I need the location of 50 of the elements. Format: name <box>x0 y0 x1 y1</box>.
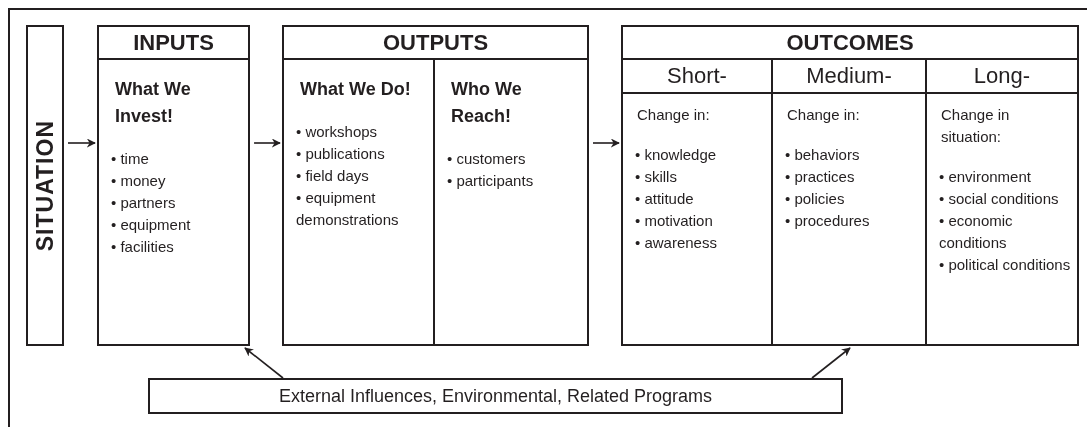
list-item: • environment <box>939 167 1032 187</box>
list-item: • procedures <box>785 211 871 231</box>
list-item: • policies <box>785 189 846 209</box>
column-box <box>282 25 589 346</box>
list-item: • workshops <box>296 122 379 142</box>
arrow <box>244 347 284 379</box>
list-item: • equipment <box>111 215 192 235</box>
column-heading: OUTPUTS <box>382 29 489 56</box>
list-item: • awareness <box>635 233 718 253</box>
list-item: • motivation <box>635 211 714 231</box>
list-item: • customers <box>447 149 527 169</box>
description-text: Change in situation: <box>941 105 1011 147</box>
column-heading: OUTCOMES <box>786 29 914 56</box>
column-heading: INPUTS <box>133 29 214 56</box>
column-heading: Long- <box>973 63 1031 89</box>
arrow <box>253 138 281 148</box>
description-text: Change in: <box>787 105 861 125</box>
list-item: • participants <box>447 171 535 191</box>
subheading: What We Invest! <box>115 78 192 128</box>
list-item: • equipment demonstrations <box>296 188 400 230</box>
situation-box <box>26 25 64 346</box>
arrow <box>811 347 851 379</box>
list-item: • behaviors <box>785 145 861 165</box>
box-label: External Influences, Environmental, Related Programs <box>278 385 713 407</box>
influences-box <box>148 378 843 414</box>
column-panel <box>623 60 773 344</box>
column-panel <box>773 60 927 344</box>
arrow <box>67 138 96 148</box>
list-item: • money <box>111 171 167 191</box>
list-item: • knowledge <box>635 145 718 165</box>
vertical-label: SITUATION <box>31 119 59 252</box>
list-item: • skills <box>635 167 678 187</box>
list-item: • publications <box>296 144 386 164</box>
list-item: • partners <box>111 193 177 213</box>
column-box <box>621 25 1079 346</box>
list-item: • practices <box>785 167 856 187</box>
list-item: • attitude <box>635 189 695 209</box>
list-item: • social conditions <box>939 189 1060 209</box>
description-text: Change in: <box>637 105 711 125</box>
list-item: • time <box>111 149 150 169</box>
list-item: • facilities <box>111 237 175 257</box>
column-box <box>97 25 250 346</box>
list-item: • field days <box>296 166 370 186</box>
list-item: • political conditions <box>939 255 1071 275</box>
list-item: • economic conditions <box>939 211 1014 253</box>
column-heading: Medium- <box>806 63 892 89</box>
subheading: What We Do! <box>300 78 412 101</box>
subheading: Who We Reach! <box>451 78 523 128</box>
column-heading: Short- <box>667 63 727 89</box>
arrow <box>592 138 620 148</box>
